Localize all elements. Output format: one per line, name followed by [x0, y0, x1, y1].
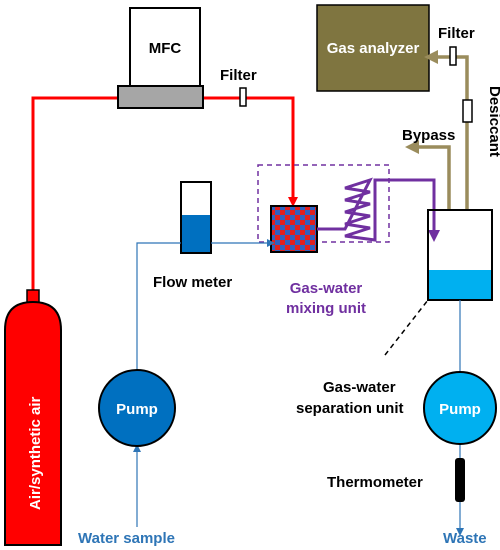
filter-top-label: Filter — [220, 67, 257, 84]
mfc-unit: MFC — [117, 7, 204, 109]
air-cylinder-icon — [4, 289, 62, 546]
gas-analyzer-box — [316, 4, 430, 92]
separation-label-2: separation unit — [296, 400, 404, 417]
pump-right-label: Pump — [439, 401, 481, 418]
waste-label: Waste — [443, 530, 487, 547]
water-sample-label: Water sample — [78, 530, 175, 547]
air-cylinder-label: Air/synthetic air — [27, 396, 44, 510]
separation-vessel — [427, 209, 493, 301]
mfc-box — [129, 7, 201, 87]
air-supply-line — [31, 96, 298, 300]
mixing-coil — [317, 177, 377, 242]
separation-pointer-line — [384, 299, 429, 356]
mixing-outlet-line — [373, 178, 440, 242]
filter-right-icon — [449, 46, 457, 66]
flow-meter-icon — [180, 181, 212, 254]
filter-top-icon — [239, 87, 247, 107]
mfc-base — [117, 85, 204, 109]
mfc-label: MFC — [149, 40, 182, 57]
mixing-unit-label-1: Gas-water — [290, 280, 363, 297]
desiccant-icon — [462, 99, 473, 123]
gas-return-line — [405, 50, 469, 210]
filter-right-label: Filter — [438, 25, 475, 42]
separation-label-1: Gas-water — [323, 379, 396, 396]
mixing-unit-label-2: mixing unit — [286, 300, 366, 317]
pump-left-icon — [98, 369, 176, 447]
pump-right-icon — [423, 371, 497, 445]
flow-meter-label: Flow meter — [153, 274, 232, 291]
bypass-label: Bypass — [402, 127, 455, 144]
desiccant-label: Desiccant — [486, 86, 500, 157]
mixing-unit-outline — [257, 164, 390, 243]
thermometer-label: Thermometer — [327, 474, 423, 491]
pump-left-label: Pump — [116, 401, 158, 418]
mixing-block — [270, 205, 318, 253]
thermometer-icon — [455, 458, 465, 502]
gas-analyzer-label: Gas analyzer — [327, 40, 420, 57]
